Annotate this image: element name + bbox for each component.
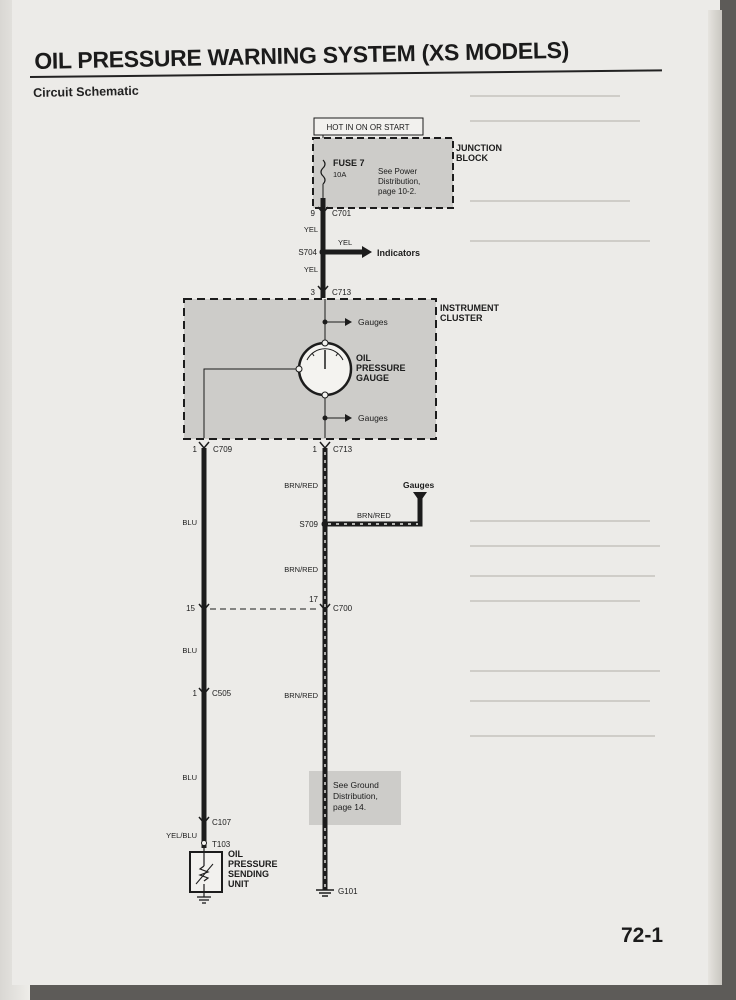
power-note-3: page 10-2.: [378, 187, 416, 196]
power-note-1: See Power: [378, 167, 417, 176]
show-through-line: [470, 600, 640, 602]
wire-label-brn-red-1: BRN/RED: [284, 481, 318, 490]
show-through-line: [470, 575, 655, 577]
c709-label: C709: [213, 445, 233, 454]
page-number: 72-1: [621, 924, 664, 947]
variable-resistor-arrow: [195, 863, 214, 885]
c505-pin: 1: [193, 689, 198, 698]
junction-block-label-1: JUNCTION: [456, 143, 502, 153]
gauge-tick: [311, 352, 315, 357]
show-through-line: [470, 120, 640, 122]
show-through-line: [470, 240, 650, 242]
wire-label-blu-2: BLU: [182, 646, 197, 655]
gauge-label-1: OIL: [356, 353, 372, 363]
ground-note-1: See Ground: [333, 780, 379, 790]
show-through-line: [470, 735, 655, 737]
gauges-top-label: Gauges: [358, 317, 388, 327]
power-source-box: [313, 117, 424, 136]
ground-note-2: Distribution,: [333, 791, 378, 801]
g101-label: G101: [338, 887, 358, 896]
arrow-right-icon: [362, 246, 372, 258]
connector-c713-icon: [317, 285, 329, 294]
connector-c701-icon: [317, 206, 329, 215]
arrow-right-icon: [345, 318, 352, 326]
c713-bottom-pin: 1: [313, 445, 318, 454]
gauges-branch-wire: [325, 496, 423, 527]
junction-block: [312, 137, 454, 209]
sender-label-4: UNIT: [228, 879, 249, 889]
show-through-line: [470, 95, 620, 97]
fuse-rating: 10A: [333, 170, 346, 179]
s704-label: S704: [298, 248, 317, 257]
show-through-line: [470, 545, 660, 547]
c713-top-pin: 3: [311, 288, 316, 297]
show-through-line: [470, 200, 630, 202]
t103-label: T103: [212, 840, 231, 849]
c701-label: C701: [332, 209, 352, 218]
wire-label-yel-3: YEL: [304, 265, 318, 274]
gauge-terminal-left: [295, 365, 303, 373]
gauge-sender-internal-wire: [203, 368, 296, 438]
gauge-terminal-bottom: [321, 391, 329, 399]
sender-label-1: OIL: [228, 849, 244, 859]
connector-c700-left-icon: [198, 603, 210, 612]
gauge-tick: [335, 352, 339, 357]
instrument-cluster-label-2: CLUSTER: [440, 313, 483, 323]
fuse-name: FUSE 7: [333, 158, 365, 168]
show-through-line: [470, 520, 650, 522]
connector-c713-bottom-icon: [319, 441, 331, 450]
c713-bottom-label: C713: [333, 445, 353, 454]
c700-label: C700: [333, 604, 353, 613]
c709-pin: 1: [193, 445, 198, 454]
junction-block-label-2: BLOCK: [456, 153, 488, 163]
wire-label-brn-red-2: BRN/RED: [357, 511, 391, 520]
indicators-label: Indicators: [377, 248, 420, 258]
wire-label-yel-blu: YEL/BLU: [166, 831, 197, 840]
connector-c107-icon: [198, 816, 210, 825]
gauge-label-2: PRESSURE: [356, 363, 406, 373]
s709-label: S709: [299, 520, 318, 529]
gauge-scale-arc: [306, 348, 344, 361]
sender-label-3: SENDING: [228, 869, 269, 879]
c701-pin: 9: [311, 209, 316, 218]
wire-label-yel-1: YEL: [304, 225, 318, 234]
wire-label-blu-3: BLU: [182, 773, 197, 782]
gauge-label-3: GAUGE: [356, 373, 389, 383]
show-through-line: [470, 700, 650, 702]
instrument-cluster-label-1: INSTRUMENT: [440, 303, 499, 313]
c713-top-label: C713: [332, 288, 352, 297]
terminal-t103-icon: [201, 840, 207, 846]
c700-right-pin: 17: [309, 595, 318, 604]
power-note-2: Distribution,: [378, 177, 420, 186]
power-source-label: HOT IN ON OR START: [326, 123, 409, 132]
gauges-bottom-label: Gauges: [358, 413, 388, 423]
sender-label-2: PRESSURE: [228, 859, 278, 869]
connector-c700-right-icon: [319, 603, 331, 612]
gauge-terminal-top: [321, 339, 329, 347]
arrow-up-icon: [413, 492, 427, 502]
wire-label-brn-red-4: BRN/RED: [284, 691, 318, 700]
show-through-line: [470, 670, 660, 672]
ground-note-3: page 14.: [333, 802, 366, 812]
page-edge: [708, 10, 722, 985]
connector-c709-icon: [198, 441, 210, 450]
wire-label-brn-red-3: BRN/RED: [284, 565, 318, 574]
variable-resistor-icon: [198, 865, 210, 882]
wire-label-blu-1: BLU: [182, 518, 197, 527]
connector-c505-icon: [198, 687, 210, 696]
fuse-icon: [320, 159, 326, 185]
c505-label: C505: [212, 689, 232, 698]
wire-label-yel-2: YEL: [338, 238, 352, 247]
c107-label: C107: [212, 818, 232, 827]
c700-left-pin: 15: [186, 604, 195, 613]
arrow-right-icon: [345, 414, 352, 422]
gauges-branch-label: Gauges: [403, 480, 434, 490]
